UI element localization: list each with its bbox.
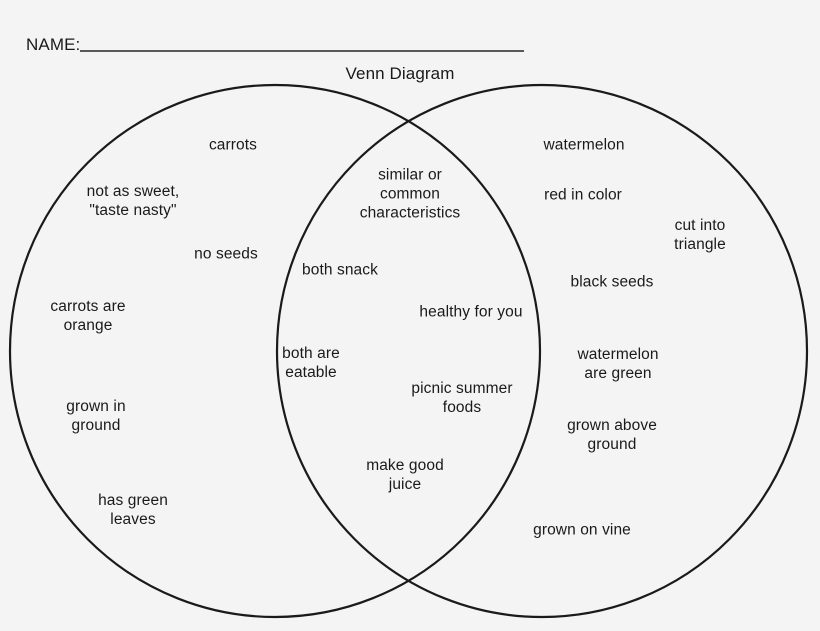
name-write-in-line[interactable] xyxy=(80,50,525,52)
page-title: Venn Diagram xyxy=(0,64,820,84)
venn-circle-left xyxy=(8,83,542,619)
name-field-row: NAME: xyxy=(26,32,525,54)
venn-circle-right xyxy=(275,83,809,619)
name-label: NAME: xyxy=(26,35,81,54)
page-title-text: Venn Diagram xyxy=(345,64,455,83)
